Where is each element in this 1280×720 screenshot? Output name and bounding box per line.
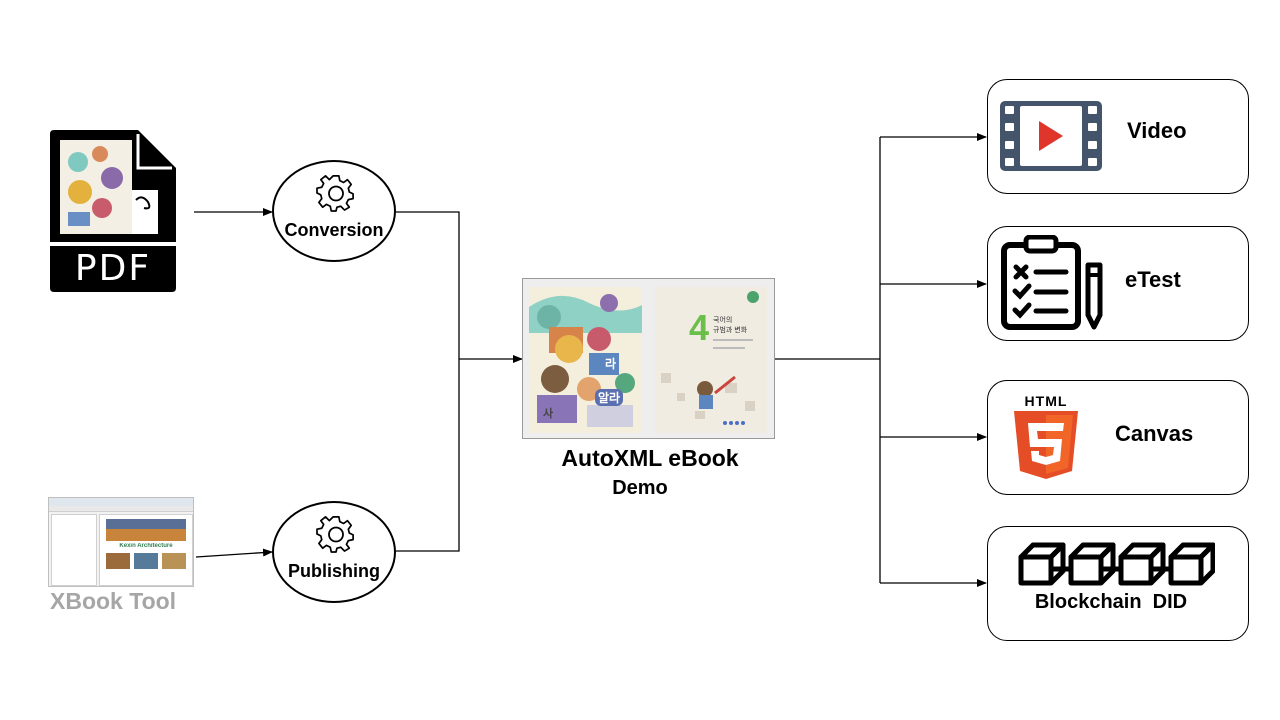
blockchain-blocks-icon — [1018, 542, 1215, 586]
output-canvas-box: HTML Canvas — [987, 380, 1249, 495]
ebook-title: AutoXML eBook — [561, 445, 739, 471]
output-etest-label: eTest — [1125, 267, 1181, 292]
gear-icon — [316, 515, 354, 553]
html5-icon: HTML — [1010, 393, 1082, 479]
gear-icon — [316, 174, 354, 212]
xbook-tool-screenshot: Kexin Architecture — [48, 497, 194, 587]
ebook-content-page: 4 국어의 규범과 변화 — [655, 287, 767, 433]
html5-icon-text: HTML — [1024, 393, 1068, 409]
conversion-label: Conversion — [284, 220, 384, 240]
cover-tag-2: 알라 — [595, 389, 624, 406]
output-blockchain-label: Blockchain DID — [1034, 591, 1188, 613]
ebook-preview: 라 알라 사 4 국어의 규범과 변화 — [522, 278, 775, 439]
output-video-label: Video — [1127, 118, 1187, 143]
output-canvas-label: Canvas — [1115, 421, 1194, 446]
chapter-heading-1: 국어의 — [713, 317, 733, 324]
publishing-label: Publishing — [288, 561, 380, 581]
output-etest-box: eTest — [987, 226, 1249, 341]
cover-tag-1: 라 — [605, 357, 617, 371]
publishing-node: Publishing — [272, 501, 396, 603]
line-conversion-merge — [396, 211, 460, 552]
chapter-number: 4 — [689, 307, 710, 348]
arrow-xbook-to-publishing — [195, 548, 273, 558]
conversion-node: Conversion — [272, 160, 396, 262]
ebook-cover-page: 라 알라 사 — [529, 287, 642, 433]
xbook-banner-text: Kexin Architecture — [119, 543, 173, 549]
video-player-icon — [1000, 101, 1102, 171]
ebook-subtitle: Demo — [612, 477, 668, 499]
xbook-tool-label: XBook Tool — [50, 588, 177, 614]
output-blockchain-box: Blockchain DID — [987, 526, 1249, 641]
cover-tag-3: 사 — [543, 408, 554, 420]
pdf-file-icon: PDF — [50, 130, 178, 294]
chapter-heading-2: 규범과 변화 — [713, 327, 748, 334]
clipboard-checklist-icon — [1001, 235, 1103, 330]
output-video-box: Video — [987, 79, 1249, 194]
pdf-label: PDF — [74, 248, 152, 289]
